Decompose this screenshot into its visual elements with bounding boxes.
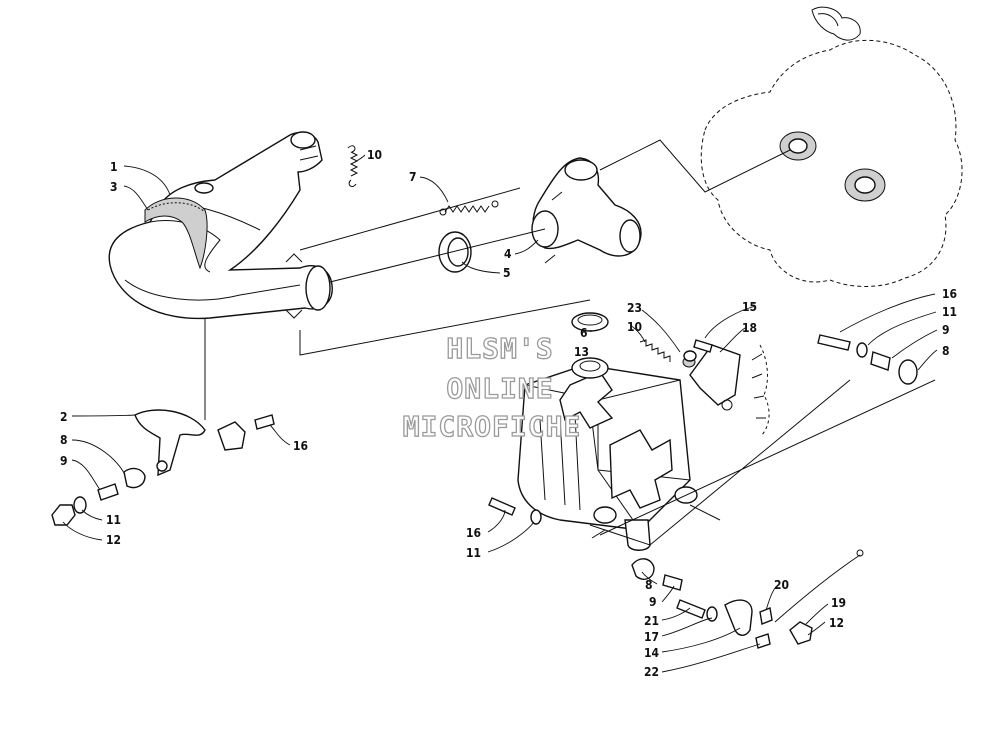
callout-22: 22 (644, 665, 659, 679)
callout-12-left: 12 (106, 533, 121, 547)
watermark-line-2: ONLINE (446, 372, 553, 405)
callout-7: 7 (409, 170, 417, 184)
exhaust-port-upper (779, 131, 817, 161)
callout-13: 13 (574, 345, 589, 359)
hardware-bottom (631, 549, 864, 649)
callout-10-top: 10 (367, 148, 382, 162)
assembly-lines (204, 139, 936, 546)
expansion-chamber (108, 131, 333, 320)
callout-11-right: 11 (942, 305, 957, 319)
callout-20: 20 (774, 578, 789, 592)
seal-ring (438, 231, 472, 273)
hardware-muffler-left (488, 497, 542, 525)
callout-9-left: 9 (60, 454, 68, 468)
callout-11-left: 11 (106, 513, 121, 527)
watermark-line-1: HLSM'S (446, 332, 553, 365)
callout-16-mid: 16 (466, 526, 481, 540)
callout-15: 15 (742, 300, 757, 314)
callout-21: 21 (644, 614, 659, 628)
callout-2: 2 (60, 410, 68, 424)
callout-16-left: 16 (293, 439, 308, 453)
callout-labels: 1 3 10 7 4 5 6 13 23 10 15 18 16 11 9 8 … (60, 148, 957, 679)
callout-1: 1 (110, 160, 118, 174)
callout-6: 6 (580, 326, 588, 340)
watermark-line-3: MICROFICHE (403, 410, 582, 443)
spring-10-top (347, 145, 359, 187)
exhaust-port-lower (844, 168, 886, 202)
exhaust-manifold (531, 157, 642, 264)
gasket (571, 312, 609, 332)
watermark: HLSM'S ONLINE MICROFICHE (402, 331, 582, 443)
callout-16-right: 16 (942, 287, 957, 301)
hanger-bracket-left (134, 409, 246, 477)
engine-outline (700, 6, 963, 436)
spring-7 (439, 200, 499, 216)
callout-8-bottom: 8 (645, 578, 653, 592)
muffler (517, 357, 698, 551)
callout-12-bottom: 12 (829, 616, 844, 630)
leader-lines (62, 154, 938, 673)
hardware-left (51, 414, 275, 526)
callout-23: 23 (627, 301, 642, 315)
callout-19: 19 (831, 596, 846, 610)
callout-5: 5 (503, 266, 511, 280)
callout-9-right: 9 (942, 323, 950, 337)
callout-18: 18 (742, 321, 757, 335)
callout-9-bottom: 9 (649, 595, 657, 609)
callout-17: 17 (644, 630, 659, 644)
callout-8-right: 8 (942, 344, 950, 358)
callout-8-left: 8 (60, 433, 68, 447)
callout-4: 4 (504, 247, 512, 261)
hardware-right-top (683, 334, 918, 385)
callout-11-mid: 11 (466, 546, 481, 560)
callout-3: 3 (110, 180, 118, 194)
callout-14: 14 (644, 646, 660, 660)
spring-10-mid (639, 339, 671, 362)
callout-10-mid: 10 (627, 320, 642, 334)
